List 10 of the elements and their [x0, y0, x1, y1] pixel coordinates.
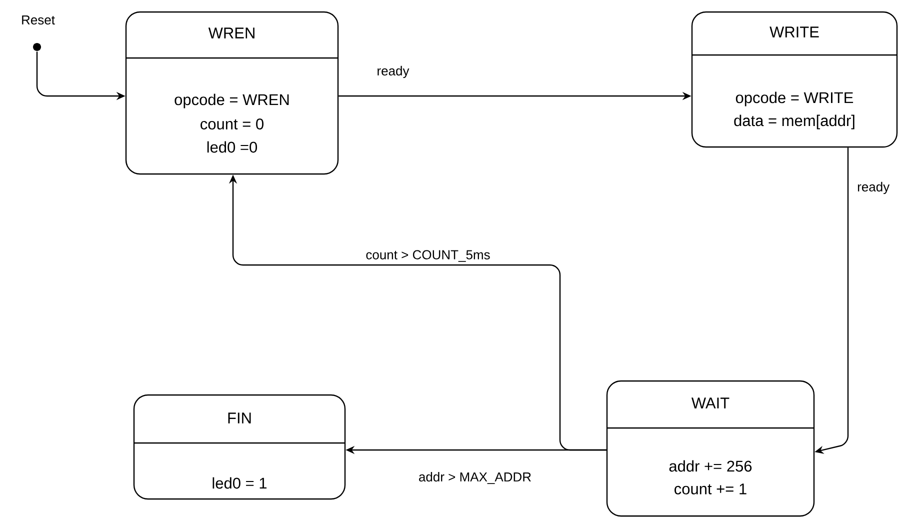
state-box: WREN opcode = WREN count = 0 led0 =0: [125, 11, 339, 175]
state-box: FIN led0 = 1: [133, 394, 346, 500]
edge-label: count > COUNT_5ms: [364, 248, 492, 264]
edge-label: addr > MAX_ADDR: [416, 470, 534, 486]
node-label: Reset: [22, 15, 55, 25]
state-box: WAIT addr += 256 count += 1: [606, 380, 815, 517]
state-box: WRITE opcode = WRITE data = mem[addr]: [691, 11, 898, 148]
edge-label: ready: [856, 180, 892, 196]
start-dot: [33, 43, 41, 51]
edge-label: ready: [375, 64, 411, 80]
